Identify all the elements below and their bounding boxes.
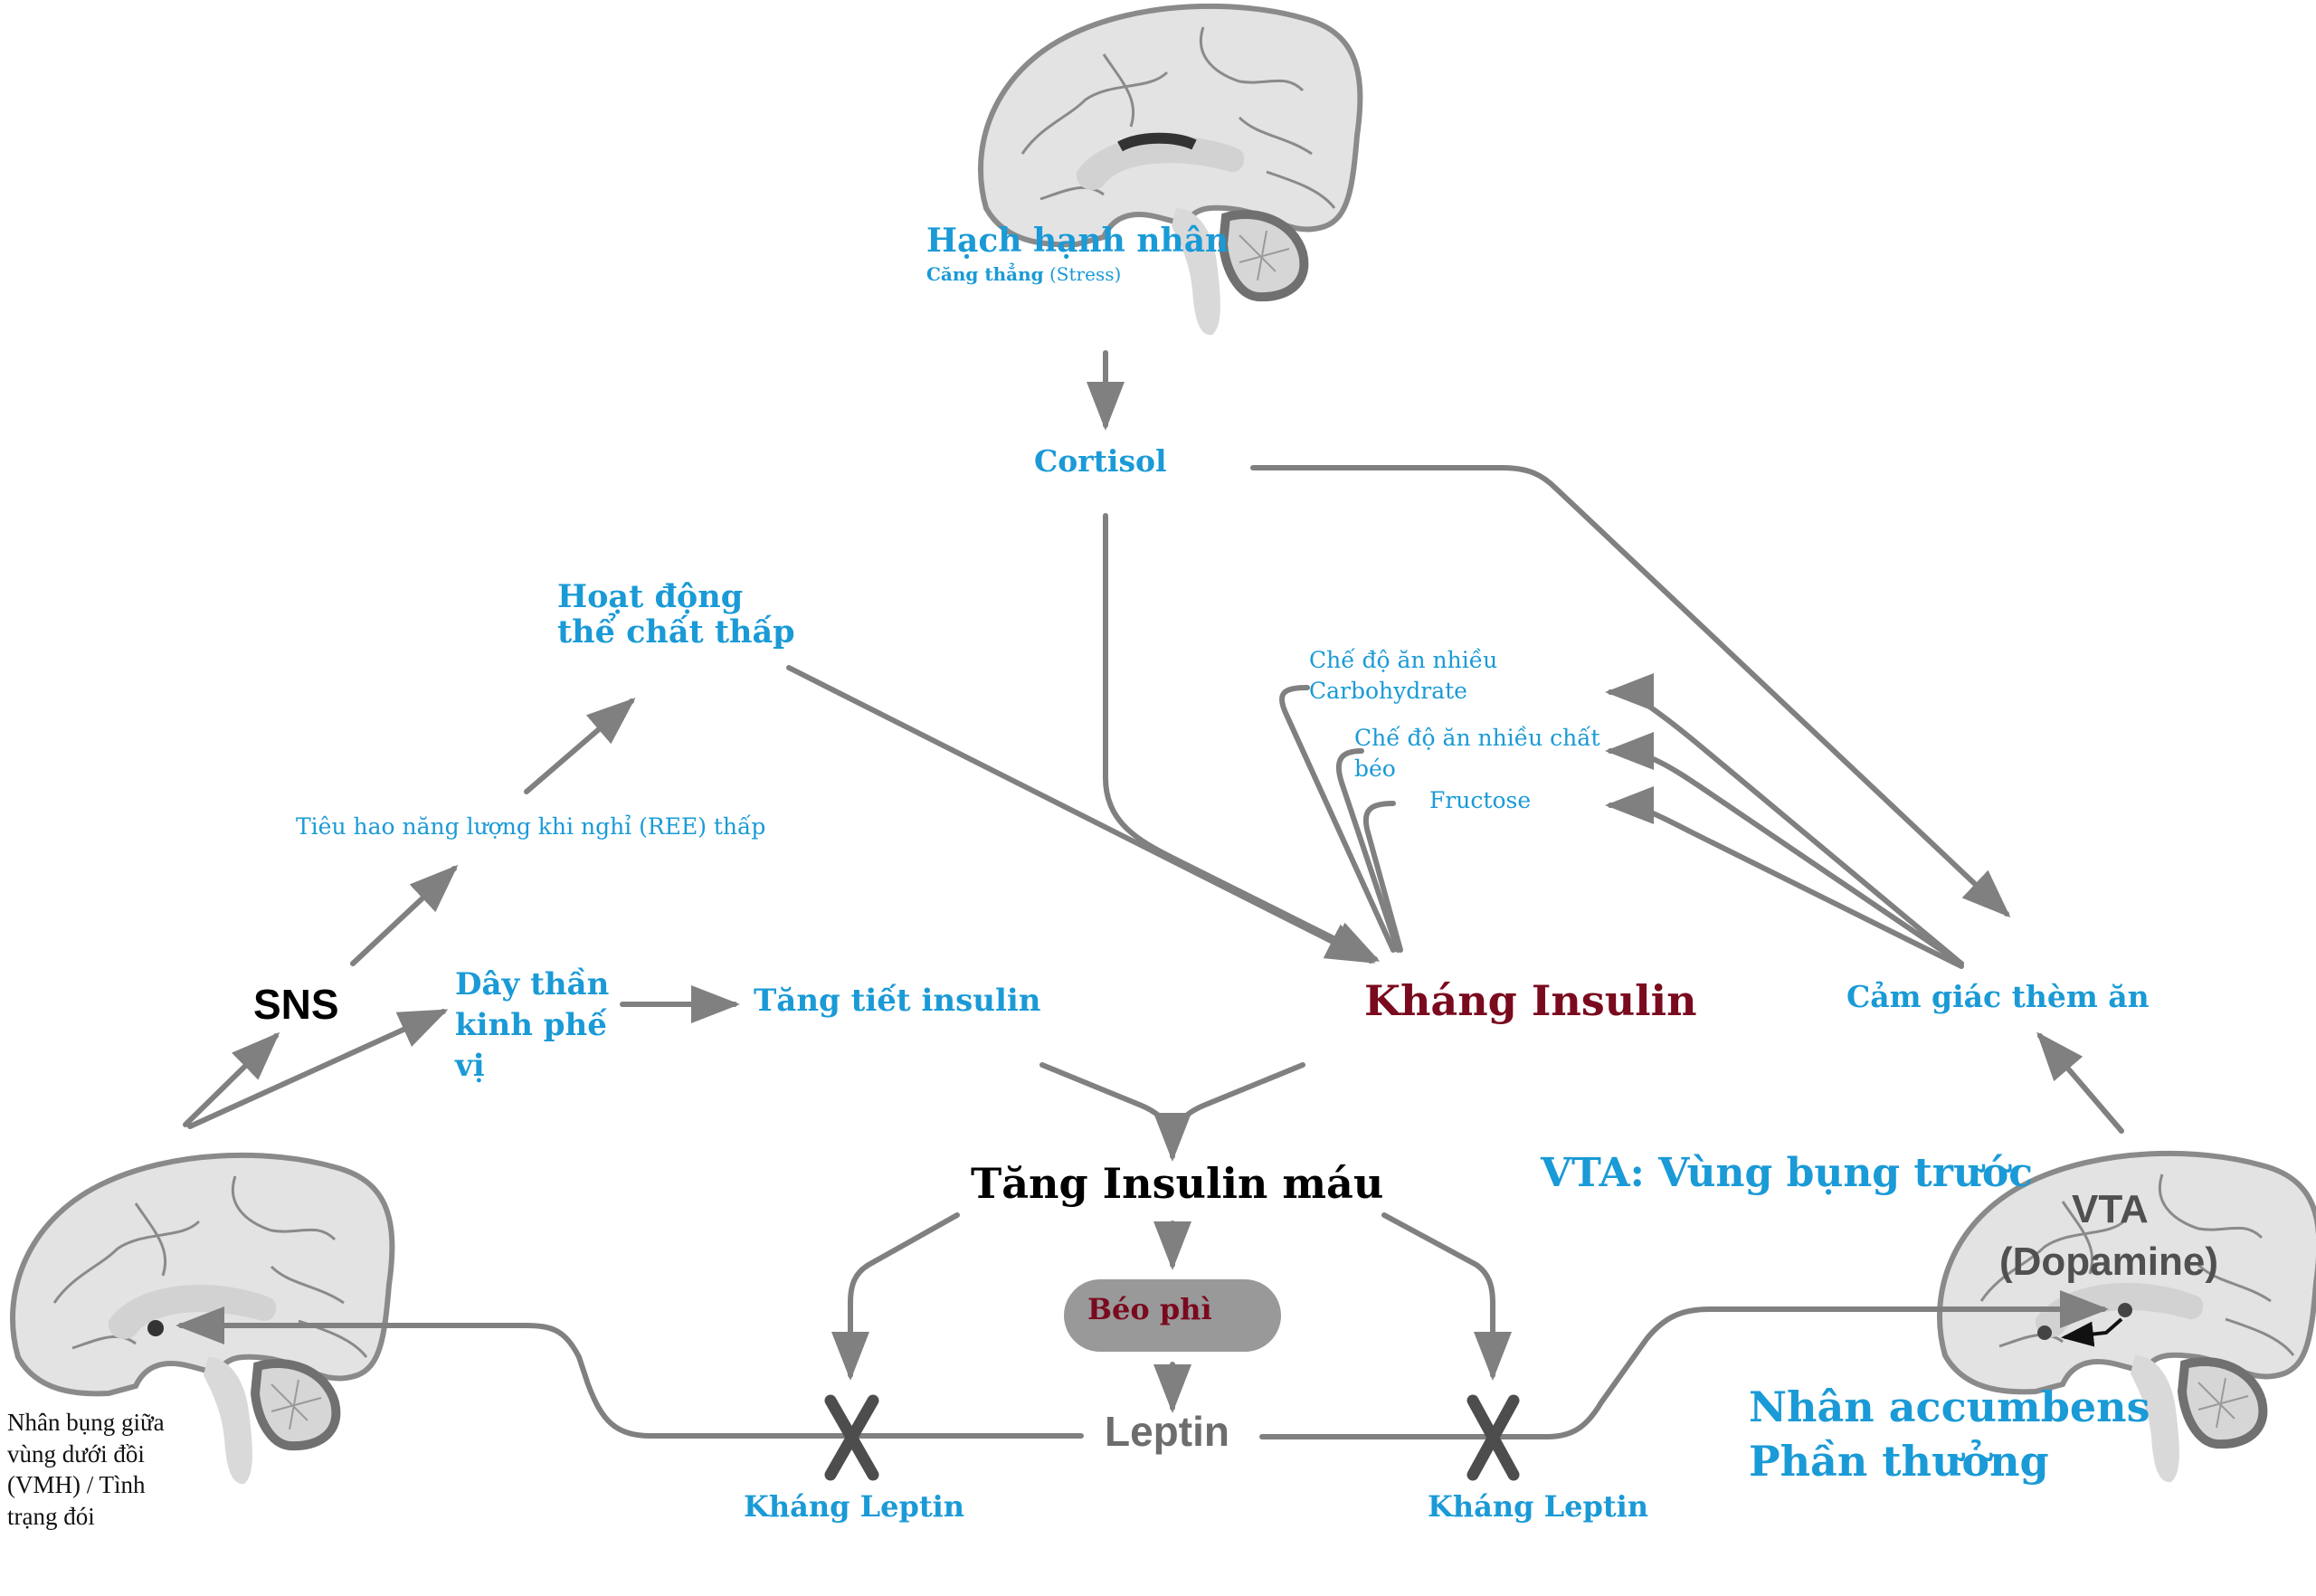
insulin-resistance-label: Kháng Insulin — [1364, 976, 1697, 1025]
arrow-craving-to-fructose — [1605, 786, 1964, 969]
obesity-pill — [1064, 1279, 1281, 1352]
low-activity-line-2: thể chất thấp — [557, 613, 795, 651]
brain-top-illustration — [981, 6, 1360, 335]
amygdala-label: Hạch hạnh nhân — [926, 222, 1229, 260]
vta-definition-label: VTA: Vùng bụng trước — [1541, 1150, 2034, 1196]
vta-dot-icon — [2118, 1303, 2132, 1317]
insulin-secretion-label: Tăng tiết insulin — [754, 983, 1041, 1019]
sns-label: SNS — [253, 981, 339, 1028]
arrow-brain-to-sns — [183, 1031, 280, 1127]
vmh-marker-icon — [147, 1320, 164, 1336]
diet-fat-line-2: béo — [1354, 755, 1396, 782]
accumbens-line-1: Nhân accumbens — [1749, 1382, 2150, 1431]
accumbens-label: Nhân accumbens Phần thưởng — [1749, 1381, 2150, 1489]
craving-label: Cảm giác thèm ăn — [1846, 979, 2150, 1014]
obesity-label: Béo phì — [1087, 1292, 1212, 1326]
vagus-line-1: Dây thần — [455, 966, 610, 1002]
arrow-hyperinsulinemia-to-right-block — [1381, 1212, 1512, 1381]
brain-right-illustration — [1940, 1154, 2316, 1482]
stress-label: Căng thẳng (Stress) — [926, 264, 1121, 284]
vmh-caption: Nhân bụng giữa vùng dưới đồi (VMH) / Tìn… — [7, 1407, 165, 1532]
stress-label-bold: Căng thẳng — [926, 263, 1044, 285]
vmh-caption-line-1: Nhân bụng giữa — [7, 1409, 165, 1436]
diet-carb-line-1: Chế độ ăn nhiều — [1309, 647, 1498, 673]
leptin-resistance-left-label: Kháng Leptin — [744, 1489, 965, 1524]
arrow-resistance-to-fructose — [1362, 801, 1403, 953]
arrow-craving-to-fat — [1605, 732, 1964, 966]
line-leptin-to-right-brain — [1259, 1290, 2109, 1439]
leptin-resistance-right-label: Kháng Leptin — [1428, 1489, 1649, 1524]
arrow-hyperinsulinemia-to-left-block — [831, 1212, 960, 1381]
arrow-vta-to-craving — [2036, 1031, 2124, 1134]
low-activity-label: Hoạt động thể chất thấp — [557, 578, 795, 651]
arrow-cortisol-to-craving — [1250, 465, 2011, 918]
diet-fructose-label: Fructose — [1429, 787, 1532, 813]
low-activity-line-1: Hoạt động — [557, 578, 744, 615]
diet-carb-label: Chế độ ăn nhiều Carbohydrate — [1309, 645, 1497, 707]
diet-fat-line-1: Chế độ ăn nhiều chất — [1354, 725, 1600, 751]
vmh-caption-line-2: vùng dưới đồi — [7, 1439, 145, 1468]
block-mark-left — [824, 1394, 879, 1481]
vagus-line-3: vị — [455, 1047, 485, 1084]
line-leptin-to-left-brain — [176, 1306, 1084, 1439]
arrow-secretion-to-hyperinsulinemia — [1039, 1062, 1191, 1162]
vta-line-1: VTA — [2072, 1187, 2149, 1231]
amygdala-marker-icon — [1117, 132, 1197, 152]
vmh-caption-line-4: trạng đói — [7, 1502, 95, 1530]
hyperinsulinemia-label: Tăng Insulin máu — [971, 1159, 1384, 1208]
low-ree-label: Tiêu hao năng lượng khi nghỉ (REE) thấp — [296, 813, 766, 840]
diet-fat-label: Chế độ ăn nhiều chất béo — [1354, 723, 1600, 784]
arrow-low-activity-to-insulin-resistance — [786, 665, 1376, 964]
arrow-resistance-to-fat — [1335, 748, 1400, 953]
arrow-sns-to-ree — [350, 864, 459, 966]
leptin-label: Leptin — [1105, 1408, 1229, 1455]
accumbens-line-2: Phần thưởng — [1749, 1436, 2049, 1486]
diet-carb-line-2: Carbohydrate — [1309, 677, 1467, 704]
vagus-label: Dây thần kinh phế vị — [455, 964, 609, 1087]
brain-left-illustration — [13, 1155, 392, 1484]
vmh-caption-line-3: (VMH) / Tình — [7, 1471, 146, 1499]
accumbens-dot-icon — [2037, 1325, 2052, 1340]
vta-dopamine-label: VTA — [2072, 1187, 2149, 1233]
block-mark-right — [1466, 1394, 1520, 1481]
dopamine-arrow — [2061, 1317, 2123, 1347]
arrow-cortisol-to-insulin-resistance — [1103, 513, 1381, 962]
arrow-resistance-to-hyperinsulinemia — [1170, 1062, 1305, 1152]
arrow-craving-to-carb — [1605, 673, 1964, 966]
arrow-brain-to-vagus — [187, 1009, 449, 1129]
stress-label-rest: (Stress) — [1049, 263, 1122, 285]
vta-dopamine-label-2: (Dopamine) — [1999, 1240, 2218, 1284]
arrow-resistance-to-carb — [1279, 685, 1396, 953]
arrow-ree-to-low-activity — [524, 698, 636, 794]
cortisol-label: Cortisol — [1034, 443, 1167, 479]
vagus-line-2: kinh phế — [455, 1006, 607, 1043]
